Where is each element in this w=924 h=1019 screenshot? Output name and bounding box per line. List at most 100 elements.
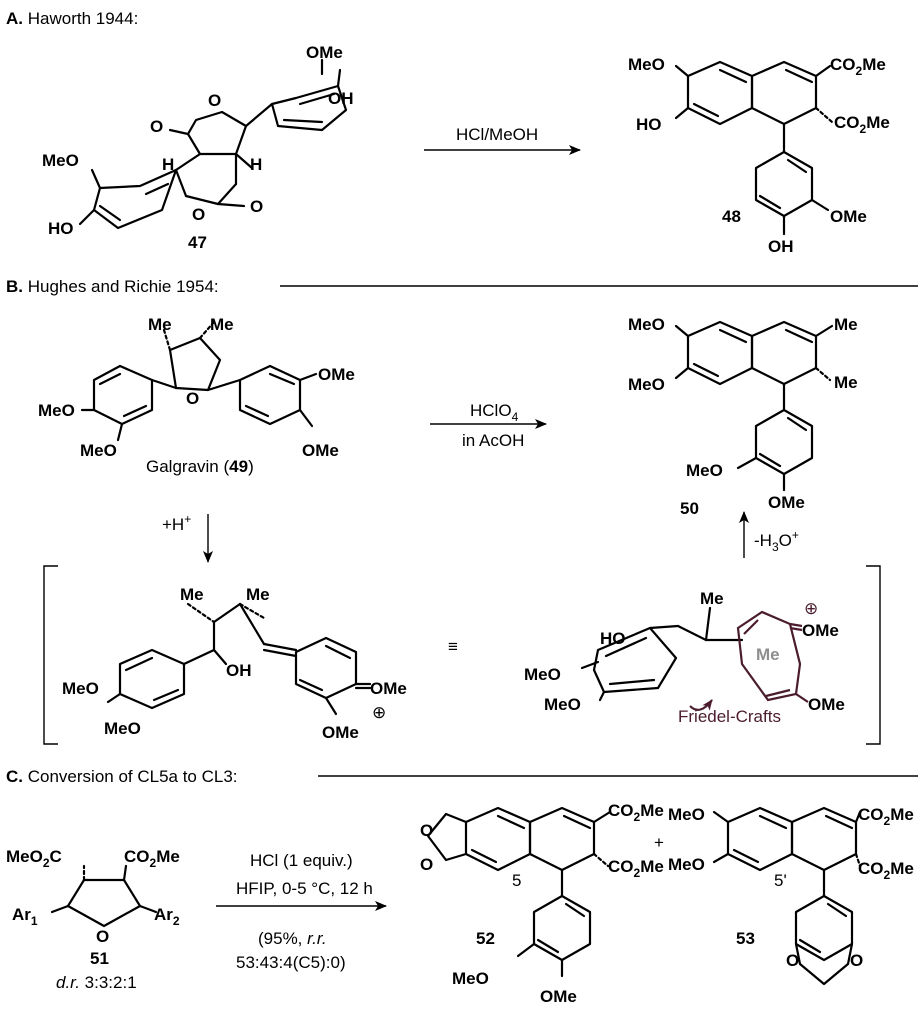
cation-intermediate: Me Me OH MeO MeO OMe OMe ⊕ <box>62 585 407 742</box>
cation3d-me-grey: Me <box>756 645 780 664</box>
section-c-letter: C. <box>6 767 23 786</box>
compound-53: MeO MeO CO2Me CO2Me 5' O O 53 <box>668 805 914 986</box>
protonation-label: +H+ <box>162 512 191 534</box>
reaction-b-reagent-2: in AcOH <box>462 431 524 450</box>
c49-me-right: Me <box>210 315 234 334</box>
section-b-header: B. Hughes and Richie 1954: <box>6 277 918 296</box>
friedel-crafts-arrow <box>689 699 713 711</box>
friedel-crafts-label: Friedel-Crafts <box>678 707 781 726</box>
reaction-c-reagent-1: HCl (1 equiv.) <box>250 851 353 870</box>
svg-text:B. Hughes and Richie 1954:: B. Hughes and Richie 1954: <box>6 277 219 296</box>
cation-oh: OH <box>226 661 252 680</box>
cation-me-right: Me <box>246 585 270 604</box>
cation-plus-charge: ⊕ <box>372 703 386 722</box>
c53-o-right: O <box>850 951 863 970</box>
c47-ho: HO <box>48 219 74 238</box>
c51-co2me: CO2Me <box>124 847 180 870</box>
c53-ester-top: CO2Me <box>858 805 914 828</box>
c48-oh: OH <box>768 237 794 256</box>
section-b-letter: B. <box>6 277 23 296</box>
cation3d-ome-upper: OMe <box>802 621 839 640</box>
reaction-b: HClO4 in AcOH <box>430 401 547 450</box>
cation3d-plus-charge: ⊕ <box>804 599 818 618</box>
c49-name: Galgravin (49) <box>146 457 254 476</box>
bracket-right <box>866 565 881 745</box>
c49-meo-upper: MeO <box>38 401 75 420</box>
c53-number: 53 <box>736 929 755 948</box>
cation3d-me: Me <box>700 589 724 608</box>
c48-number: 48 <box>722 207 741 226</box>
c50-ome: OMe <box>768 493 805 512</box>
c52-position-5: 5 <box>512 871 521 890</box>
cation-meo-upper: MeO <box>62 679 99 698</box>
reaction-a-reagent: HCl/MeOH <box>456 125 538 144</box>
reaction-a: HCl/MeOH <box>424 125 581 155</box>
elimination-label: -H3O+ <box>754 528 799 554</box>
c53-o-left: O <box>786 951 799 970</box>
c53-meo-lower: MeO <box>668 855 705 874</box>
c48-ome: OMe <box>830 207 867 226</box>
compound-50: MeO MeO Me Me MeO OMe 50 <box>628 315 858 518</box>
c47-o-carbonyl-bottom: O <box>250 197 263 216</box>
cation3d-meo-lower: MeO <box>544 695 581 714</box>
c47-meo: MeO <box>42 151 79 170</box>
compound-47: OMe OH O O H H O O MeO HO 47 <box>42 43 354 252</box>
cation3d-ome-lower: OMe <box>808 695 845 714</box>
cation-3d-conformation: HO Me Me MeO MeO OMe OMe ⊕ Friedel-Craft… <box>524 589 845 726</box>
c51-dr: d.r. 3:3:2:1 <box>56 973 137 992</box>
c49-ome-upper: OMe <box>318 365 355 384</box>
section-a-letter: A. <box>6 9 23 28</box>
c52-meo: MeO <box>452 969 489 988</box>
c47-oh: OH <box>328 89 354 108</box>
c52-ester-top: CO2Me <box>608 801 664 824</box>
c53-ester-bottom: CO2Me <box>858 859 914 882</box>
c51-ar2: Ar2 <box>154 905 180 928</box>
c49-ome-lower: OMe <box>302 441 339 460</box>
c52-number: 52 <box>476 929 495 948</box>
c47-h-left: H <box>162 155 174 174</box>
intermediate-brackets <box>43 565 881 745</box>
cation-ome-lower: OMe <box>322 723 359 742</box>
cation-meo-lower: MeO <box>104 719 141 738</box>
c47-h-right: H <box>250 155 262 174</box>
c47-o-ring-top: O <box>208 91 221 110</box>
elimination-step: -H3O+ <box>739 511 799 558</box>
c50-meo-lower: MeO <box>628 375 665 394</box>
c53-meo-upper: MeO <box>668 805 705 824</box>
c52-o-upper: O <box>420 821 433 840</box>
c51-ar1: Ar1 <box>12 905 38 928</box>
equivalence-symbol: ≡ <box>448 637 458 656</box>
c50-me-lower: Me <box>834 373 858 392</box>
protonation-step: +H+ <box>162 512 213 563</box>
c51-o: O <box>96 927 109 946</box>
c52-o-lower: O <box>420 855 433 874</box>
section-c-title: Conversion of CL5a to CL3: <box>28 767 238 786</box>
c52-ester-bottom: CO2Me <box>608 857 664 880</box>
c47-ome: OMe <box>306 43 343 62</box>
c47-o-carbonyl-top: O <box>150 117 163 136</box>
cation-me-left: Me <box>180 585 204 604</box>
reaction-c-yield: (95%, r.r. <box>258 929 327 948</box>
section-a-header: A. Haworth 1944: <box>6 9 138 28</box>
compound-49: Me Me O MeO MeO OMe OMe Galgravin (49) <box>38 315 355 476</box>
c49-o: O <box>186 389 199 408</box>
compound-52: O O CO2Me CO2Me 5 MeO OMe 52 <box>420 801 664 1006</box>
c48-meo: MeO <box>628 55 665 74</box>
cation-ome-upper: OMe <box>370 679 407 698</box>
c51-number: 51 <box>90 949 109 968</box>
compound-48: MeO HO CO2Me CO2Me OMe OH 48 <box>628 55 890 256</box>
c52-ome: OMe <box>540 987 577 1006</box>
c53-position-5prime: 5' <box>774 871 787 890</box>
c50-meo-upper: MeO <box>628 315 665 334</box>
section-b-title: Hughes and Richie 1954: <box>28 277 219 296</box>
bracket-left <box>43 565 58 745</box>
reaction-b-reagent-1: HClO4 <box>470 401 519 424</box>
cation3d-ho: HO <box>600 629 626 648</box>
c50-me-upper: Me <box>834 315 858 334</box>
svg-text:A. Haworth 1944:: A. Haworth 1944: <box>6 9 138 28</box>
c50-meo-ring: MeO <box>686 461 723 480</box>
c48-ho: HO <box>636 115 662 134</box>
c49-meo-lower: MeO <box>80 441 117 460</box>
